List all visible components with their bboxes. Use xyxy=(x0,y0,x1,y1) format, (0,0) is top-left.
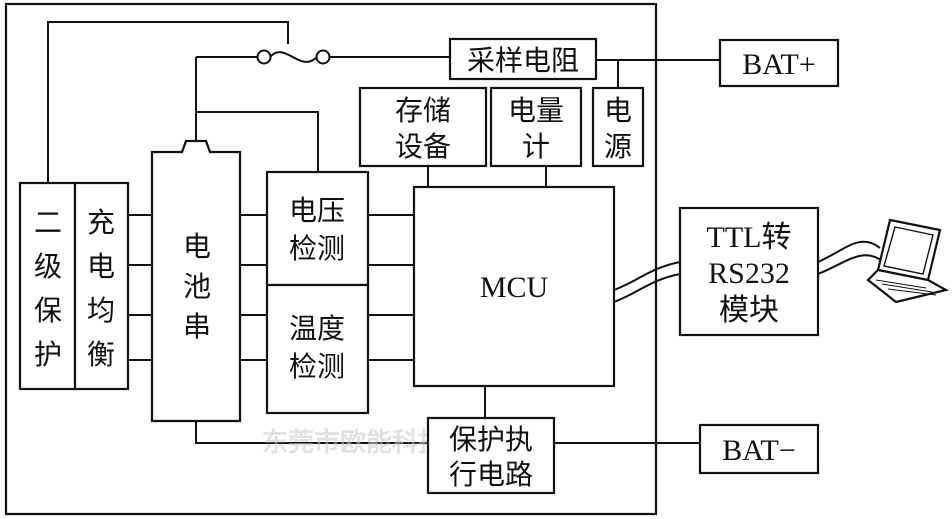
fuse-icon xyxy=(256,49,331,65)
fuel-gauge-block xyxy=(489,86,583,168)
bat-plus-terminal xyxy=(718,38,840,88)
svg-text:电: 电 xyxy=(604,94,632,127)
charge-balance-label: 充 电 均 衡 xyxy=(87,206,115,371)
svg-text:RS232: RS232 xyxy=(708,257,790,290)
fuel-gauge-label: 电量 计 xyxy=(508,94,564,163)
power-supply-block xyxy=(591,86,645,168)
power-supply-label: 电 源 xyxy=(604,94,632,163)
sampling-resistor-label: 采样电阻 xyxy=(467,44,579,77)
svg-text:均: 均 xyxy=(87,294,115,327)
svg-text:电: 电 xyxy=(183,230,211,263)
svg-text:模块: 模块 xyxy=(719,294,779,327)
sampling-resistor-block xyxy=(448,37,598,81)
svg-text:电压: 电压 xyxy=(289,194,345,227)
svg-text:设备: 设备 xyxy=(395,130,451,163)
svg-text:充: 充 xyxy=(87,206,115,239)
mcu-label: MCU xyxy=(480,271,549,304)
svg-text:检测: 检测 xyxy=(289,232,345,265)
svg-text:池: 池 xyxy=(183,270,211,303)
bat-minus-terminal xyxy=(698,423,820,475)
svg-text:电量: 电量 xyxy=(508,94,564,127)
temperature-detection-label: 温度 检测 xyxy=(289,312,345,383)
bat-plus-label: BAT+ xyxy=(742,48,816,81)
svg-text:温度: 温度 xyxy=(289,312,345,345)
voltage-detection-block xyxy=(265,170,370,287)
secondary-protection-label: 二 级 保 护 xyxy=(34,206,62,371)
ttl-rs232-module-label: TTL转 RS232 模块 xyxy=(707,221,792,327)
svg-text:检测: 检测 xyxy=(289,350,345,383)
svg-text:衡: 衡 xyxy=(87,338,115,371)
bat-minus-label: BAT− xyxy=(722,434,796,467)
svg-text:护: 护 xyxy=(34,338,62,371)
svg-text:计: 计 xyxy=(522,130,550,163)
mcu-block xyxy=(412,185,616,388)
storage-device-block xyxy=(358,86,488,168)
svg-text:二: 二 xyxy=(34,206,62,239)
svg-text:电: 电 xyxy=(87,250,115,283)
protection-circuit-label: 保护执 行电路 xyxy=(449,423,533,491)
svg-text:保护执: 保护执 xyxy=(449,423,533,456)
svg-text:保: 保 xyxy=(34,294,62,327)
svg-text:TTL转: TTL转 xyxy=(707,221,792,254)
svg-text:存储: 存储 xyxy=(395,94,451,127)
svg-text:级: 级 xyxy=(34,250,62,283)
battery-string-block xyxy=(150,139,242,423)
storage-device-label: 存储 设备 xyxy=(395,94,451,163)
voltage-detection-label: 电压 检测 xyxy=(289,194,345,265)
bms-board-frame xyxy=(4,2,658,516)
svg-text:行电路: 行电路 xyxy=(449,458,533,491)
secondary-protection-block xyxy=(18,181,77,391)
ttl-rs232-module-block xyxy=(678,206,820,337)
wiring xyxy=(47,21,885,444)
temperature-detection-block xyxy=(265,283,370,415)
battery-string-label: 电 池 串 xyxy=(183,230,211,343)
svg-text:串: 串 xyxy=(183,310,211,343)
laptop-icon xyxy=(866,218,950,304)
protection-circuit-block xyxy=(426,416,556,495)
charge-balance-block xyxy=(73,181,130,391)
svg-text:源: 源 xyxy=(604,130,632,163)
